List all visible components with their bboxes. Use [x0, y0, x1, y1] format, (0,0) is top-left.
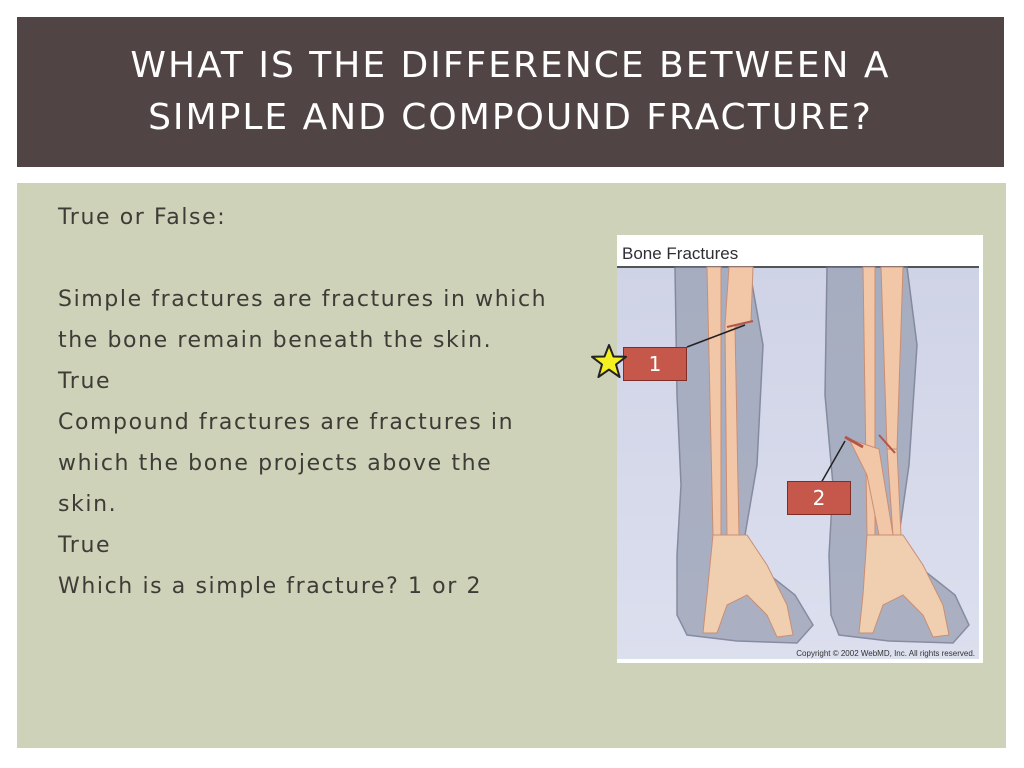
body-line-answer-2: True: [58, 533, 112, 558]
content-panel: True or False: Simple fractures are frac…: [17, 183, 1006, 748]
star-icon: [591, 344, 627, 378]
body-line-compound-def-3: skin.: [58, 492, 118, 517]
body-line-compound-def-2: which the bone projects above the: [58, 451, 493, 476]
body-line-true-or-false: True or False:: [58, 205, 227, 230]
slide-title: What is the difference between a simple …: [130, 45, 891, 138]
fracture-label-2: 2: [787, 481, 851, 515]
bone-fractures-figure: Bone Fractures 1 2 Copyright © 2002 WebM…: [617, 235, 983, 663]
body-line-compound-def-1: Compound fractures are fractures in: [58, 410, 515, 435]
body-blank-line: [58, 238, 638, 279]
title-bar: What is the difference between a simple …: [17, 17, 1004, 167]
figure-title: Bone Fractures: [622, 244, 739, 263]
body-line-simple-def-1: Simple fractures are fractures in which: [58, 287, 548, 312]
body-line-simple-def-2: the bone remain beneath the skin.: [58, 328, 493, 353]
fracture-illustration: [617, 266, 979, 659]
fracture-label-1: 1: [623, 347, 687, 381]
body-line-answer-1: True: [58, 369, 112, 394]
body-text: True or False: Simple fractures are frac…: [58, 197, 638, 607]
figure-copyright: Copyright © 2002 WebMD, Inc. All rights …: [796, 649, 975, 658]
body-line-question: Which is a simple fracture? 1 or 2: [58, 574, 483, 599]
